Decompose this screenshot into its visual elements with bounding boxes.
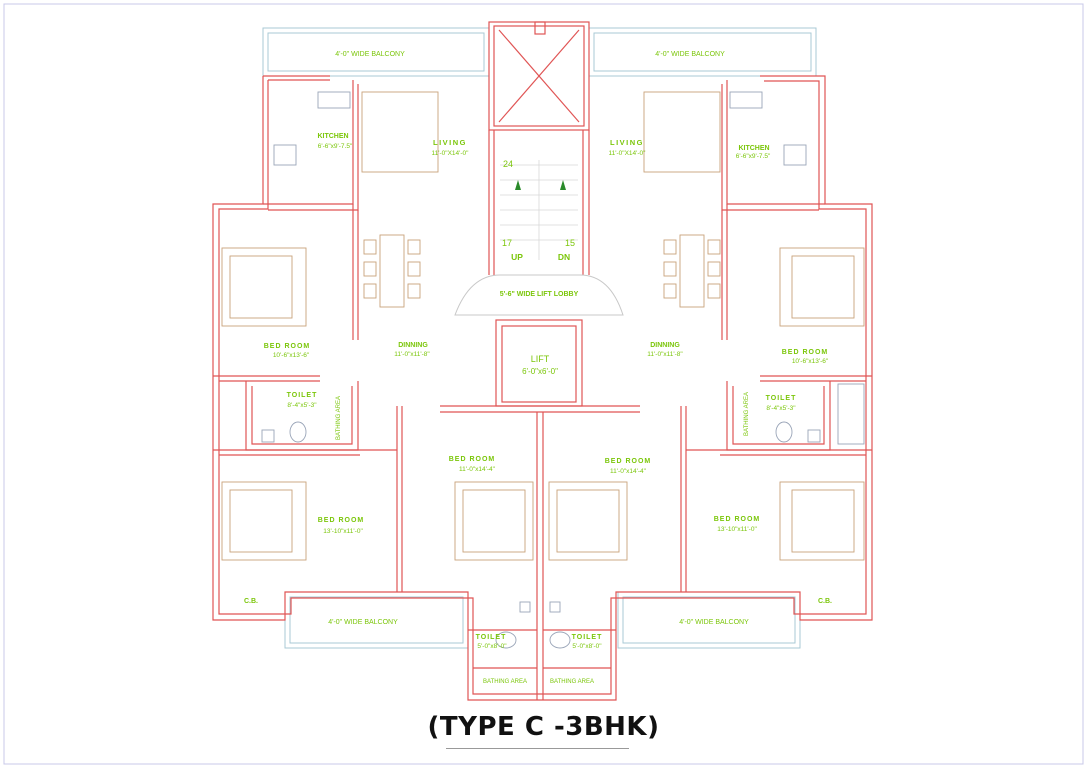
stair-top-number: 24 [503, 159, 513, 169]
dining-left-size: 11'-0"x11'-8" [394, 351, 430, 358]
toilet-right-size: 8'-4"x5'-3" [766, 405, 796, 412]
bathing-center-left-label: BATHING AREA [483, 679, 527, 685]
stair [500, 160, 578, 260]
kitchen-left-size: 6'-6"x9'-7.5" [318, 143, 353, 150]
toilet-center-left-size: 5'-0"x8'-0" [477, 643, 507, 650]
dining-right-size: 11'-0"x11'-8" [647, 351, 683, 358]
bedroom-center-left-label: BED ROOM [449, 456, 496, 463]
title-underline [446, 748, 629, 749]
fixtures [261, 91, 865, 649]
lift-label: LIFT [531, 354, 550, 364]
plan-title: (TYPE C -3BHK) [427, 712, 660, 742]
walls [212, 21, 873, 701]
stair-dn-label: DN [558, 252, 570, 262]
arrow-up-icon [560, 180, 566, 190]
page-border [3, 3, 1084, 765]
stair-left-number: 17 [502, 238, 512, 248]
toilet-left-label: TOILET [287, 392, 318, 399]
stair-up-label: UP [511, 252, 523, 262]
balcony-top-left-label: 4'-0" WIDE BALCONY [335, 51, 405, 58]
arrow-up-icon [515, 180, 521, 190]
kitchen-left-label: KITCHEN [317, 133, 348, 140]
cb-left-label: C.B. [244, 598, 258, 605]
toilet-center-right-label: TOILET [572, 634, 603, 641]
bedroom-center-right-size: 11'-0"x14'-4" [610, 468, 647, 475]
lift-lobby-arc [454, 274, 624, 316]
bedroom-top-left-label: BED ROOM [264, 343, 311, 350]
kitchen-right-label: KITCHEN [738, 145, 769, 152]
balcony-bottom-right-label: 4'-0" WIDE BALCONY [679, 619, 749, 626]
bedroom-top-left-size: 10'-6"x13'-6" [273, 352, 310, 359]
toilet-left-size: 8'-4"x5'-3" [287, 402, 317, 409]
living-right-size: 11'-0"X14'-0" [609, 150, 647, 157]
lift-lobby-label: 5'-6" WIDE LIFT LOBBY [500, 291, 579, 298]
bedroom-bottom-right-label: BED ROOM [714, 516, 761, 523]
bedroom-center-left-size: 11'-0"x14'-4" [459, 466, 496, 473]
cb-right-label: C.B. [818, 598, 832, 605]
furniture [221, 91, 865, 561]
kitchen-right-size: 6'-6"x9'-7.5" [736, 153, 771, 160]
bedroom-center-right-label: BED ROOM [605, 458, 652, 465]
toilet-center-right-size: 5'-0"x8'-0" [572, 643, 602, 650]
balconies [262, 27, 817, 649]
bedroom-bottom-left-label: BED ROOM [318, 517, 365, 524]
stair-right-number: 15 [565, 238, 575, 248]
bathing-center-right-label: BATHING AREA [550, 679, 594, 685]
toilet-right-label: TOILET [766, 395, 797, 402]
bedroom-bottom-right-size: 13'-10"x11'-0" [717, 526, 757, 533]
living-right-label: LIVING [610, 138, 644, 147]
living-left-size: 11'-0"X14'-0" [432, 150, 470, 157]
toilet-center-left-label: TOILET [476, 634, 507, 641]
dining-left-label: DINNING [398, 342, 428, 349]
bathing-left-label: BATHING AREA [336, 396, 342, 440]
balcony-top-right-label: 4'-0" WIDE BALCONY [655, 51, 725, 58]
living-left-label: LIVING [433, 138, 467, 147]
bedroom-top-right-size: 10'-6"x13'-6" [792, 358, 829, 365]
dining-right-label: DINNING [650, 342, 680, 349]
bedroom-bottom-left-size: 13'-10"x11'-0" [323, 528, 363, 535]
lift-size: 6'-0"x6'-0" [522, 367, 558, 376]
bathing-right-label: BATHING AREA [744, 392, 750, 436]
bedroom-top-right-label: BED ROOM [782, 349, 829, 356]
balcony-bottom-left-label: 4'-0" WIDE BALCONY [328, 619, 398, 626]
